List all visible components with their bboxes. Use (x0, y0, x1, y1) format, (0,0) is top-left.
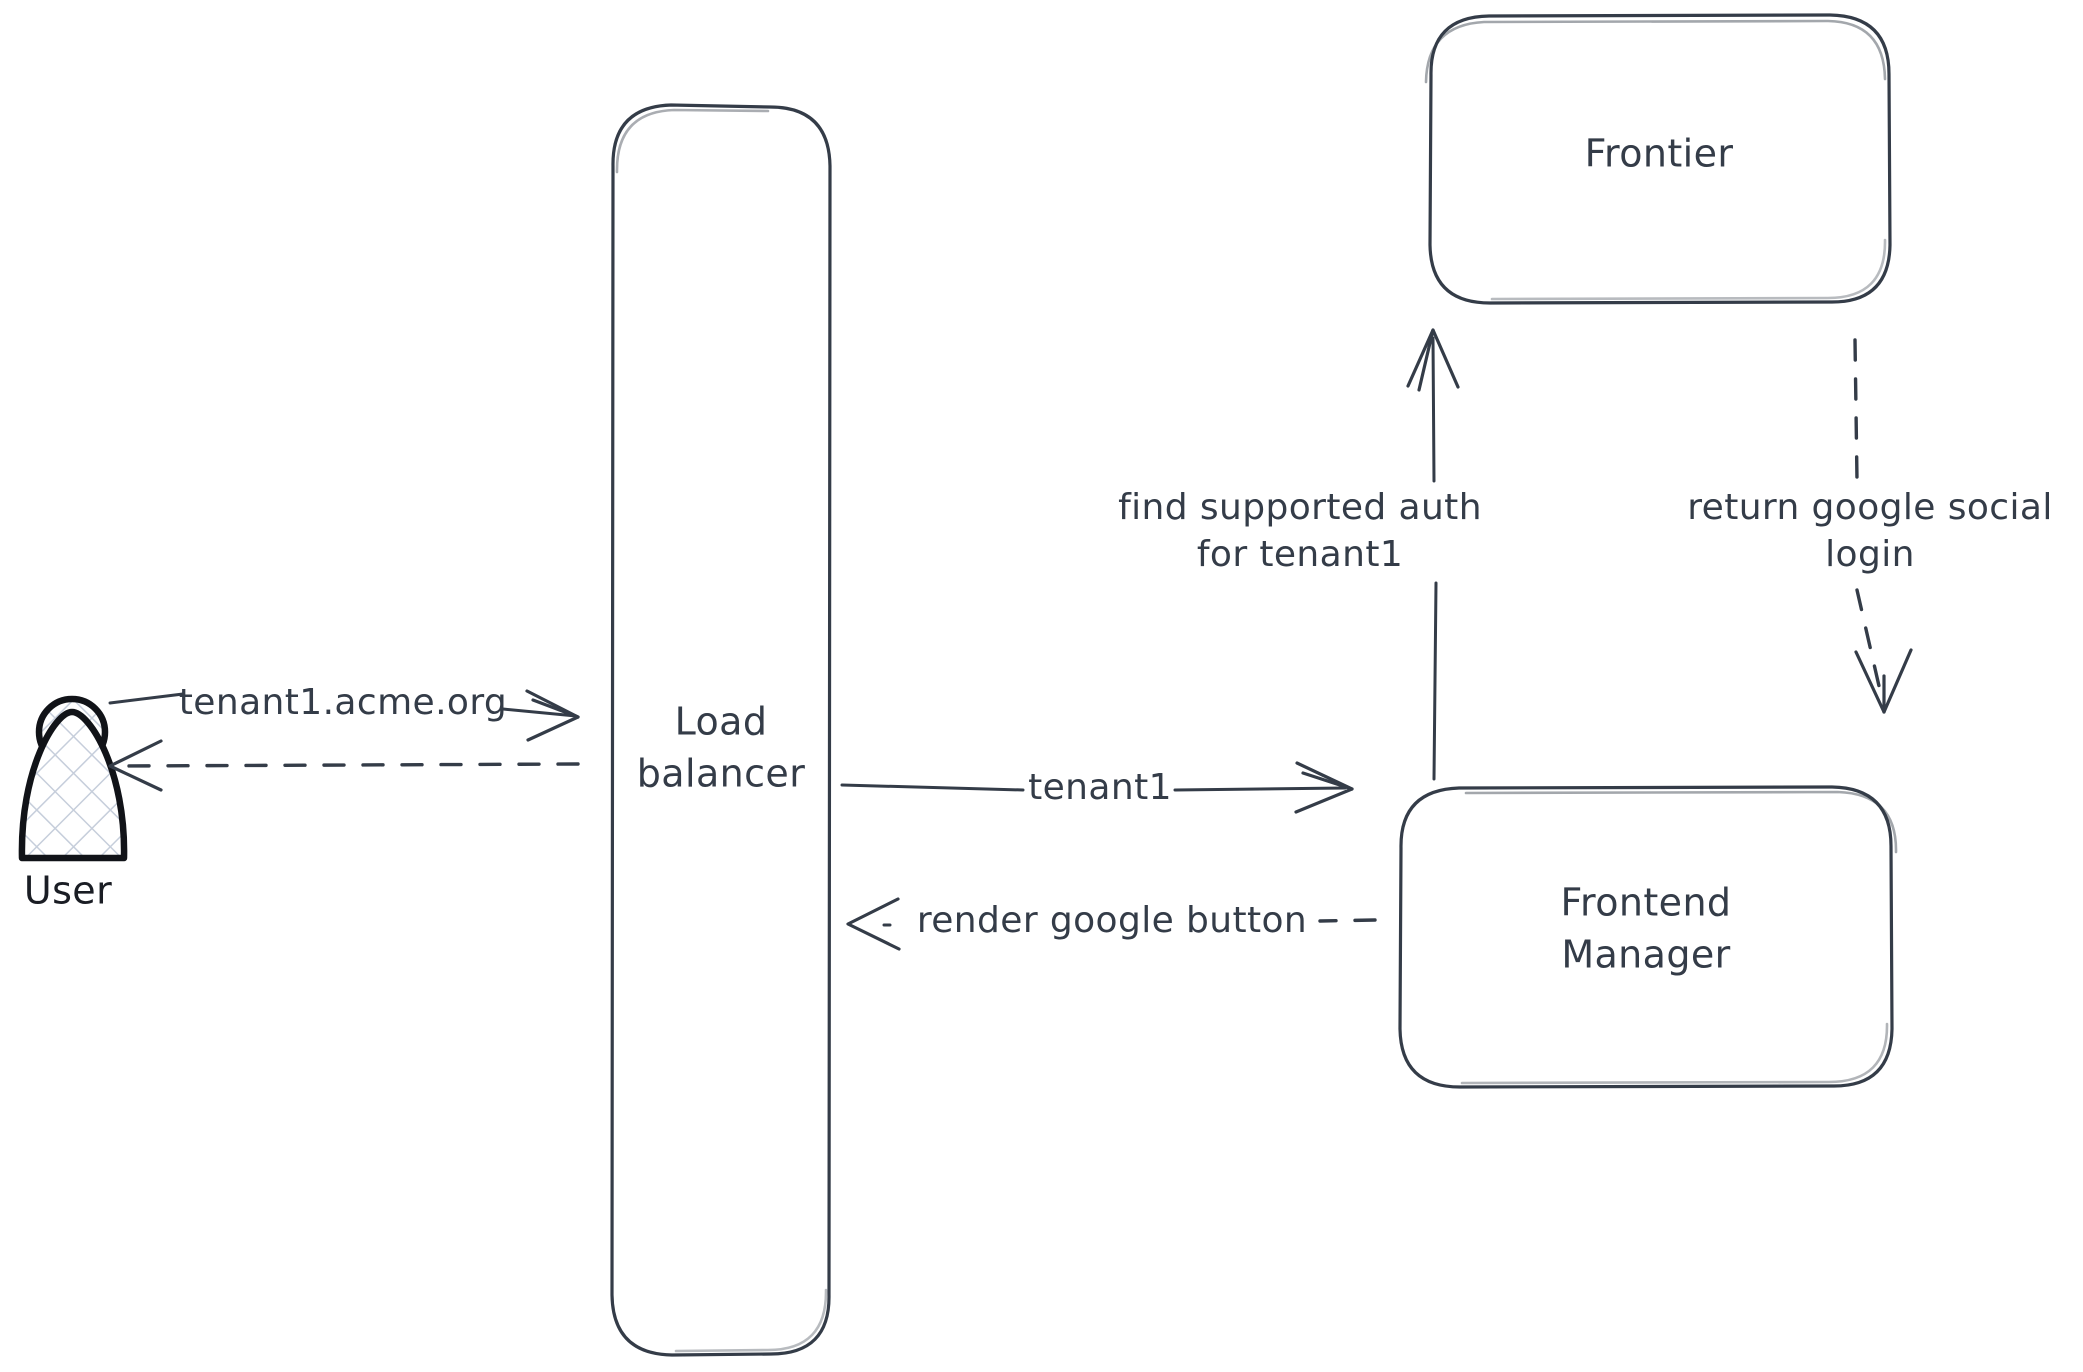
frontend-manager-label-line2: Manager (1561, 933, 1730, 977)
edge-label-return-google-social-line2: login (1825, 534, 1915, 575)
frontier-label: Frontier (1585, 132, 1734, 176)
edge-label-render-google-button: render google button (917, 900, 1307, 941)
edge-load-balancer-to-user[interactable] (108, 739, 580, 792)
user-icon (18, 695, 128, 862)
edge-label-tenant1: tenant1 (1028, 767, 1172, 808)
edge-label-return-google-social-line1: return google social (1687, 487, 2053, 528)
frontend-manager-label-line1: Frontend (1561, 881, 1732, 925)
edge-frontier-to-frontend-manager[interactable]: return google social login (1687, 338, 2053, 714)
edge-load-balancer-to-frontend-manager[interactable]: tenant1 (840, 761, 1354, 814)
user-label: User (24, 869, 112, 913)
edge-label-tenant1-acme-org: tenant1.acme.org (179, 682, 507, 723)
load-balancer-label-line2: balancer (637, 752, 805, 796)
edge-frontend-manager-to-frontier[interactable]: find supported auth for tenant1 (1118, 328, 1482, 781)
actor-user[interactable]: User (18, 695, 128, 913)
load-balancer-label-line1: Load (675, 700, 768, 744)
edge-frontend-manager-to-load-balancer[interactable]: render google button (846, 897, 1377, 951)
edge-label-find-supported-auth-line2: for tenant1 (1197, 534, 1403, 575)
node-frontier[interactable]: Frontier (1424, 13, 1892, 305)
node-load-balancer[interactable]: Load balancer (610, 103, 832, 1357)
edge-user-to-load-balancer[interactable]: tenant1.acme.org (108, 682, 580, 742)
node-frontend-manager[interactable]: Frontend Manager (1398, 785, 1898, 1089)
edge-label-find-supported-auth-line1: find supported auth (1118, 487, 1482, 528)
